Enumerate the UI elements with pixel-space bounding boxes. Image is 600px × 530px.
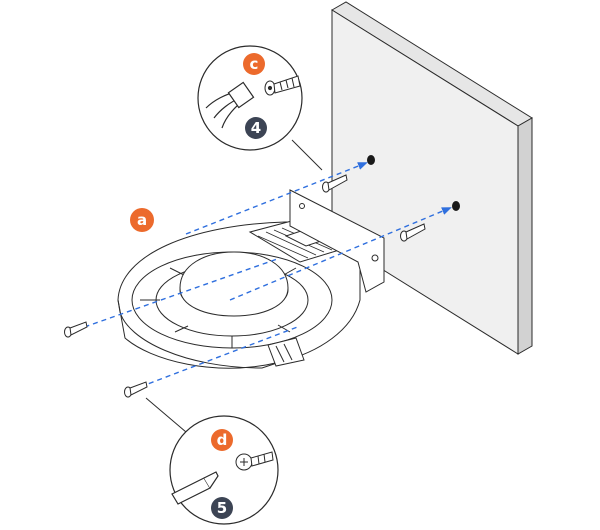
screw-right xyxy=(400,223,426,242)
callout-d: d xyxy=(211,429,233,451)
zoom-circle-screw: d 5 xyxy=(169,415,279,525)
bracket-flange xyxy=(289,189,385,293)
leader-line-top xyxy=(291,139,323,171)
step-5: 5 xyxy=(211,497,233,519)
wall-hole-right xyxy=(452,201,460,211)
wall-side-face xyxy=(517,117,533,355)
callout-d-label: d xyxy=(217,431,228,449)
callout-a-label: a xyxy=(137,211,147,229)
screw-bottom xyxy=(124,381,148,398)
dashed-arrow-left xyxy=(75,257,281,331)
wall-panel xyxy=(331,1,533,355)
screw-icon xyxy=(235,451,274,471)
wall-front-face xyxy=(331,9,519,355)
screw-left xyxy=(64,321,88,338)
dashed-arrow-right xyxy=(229,207,452,301)
callout-c: c xyxy=(243,53,265,75)
bracket-screw-hole xyxy=(371,254,379,262)
wall-hole-upper xyxy=(367,155,375,165)
dashed-arrow-bottom xyxy=(131,325,301,391)
callout-c-label: c xyxy=(250,55,259,73)
callout-a: a xyxy=(130,208,154,232)
wall-anchor-icon xyxy=(264,75,301,96)
step-4-label: 4 xyxy=(251,119,261,137)
step-4: 4 xyxy=(245,117,267,139)
leader-line-bottom xyxy=(145,397,187,433)
bracket-latch xyxy=(267,337,305,367)
bracket-dome xyxy=(179,251,289,317)
mounting-bracket xyxy=(117,189,385,369)
screwdriver-icon xyxy=(171,471,219,505)
screw-upper xyxy=(322,174,348,193)
alignment-arrows xyxy=(75,162,452,391)
zoom-circle-anchor: c 4 xyxy=(197,45,303,151)
step-5-label: 5 xyxy=(217,499,227,517)
hammer-icon xyxy=(205,81,255,129)
